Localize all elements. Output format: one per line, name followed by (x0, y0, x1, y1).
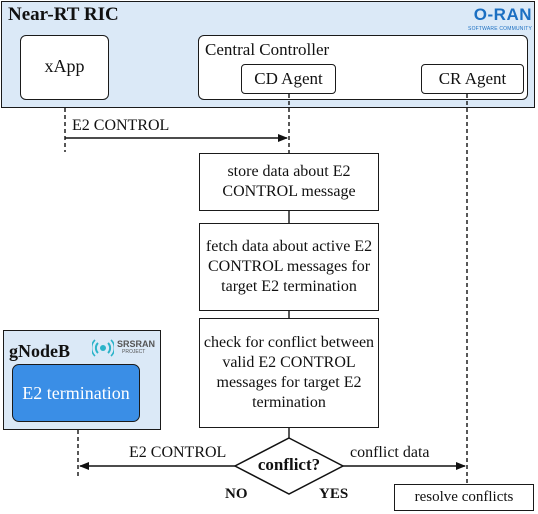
step-store-data-text: store data about E2 CONTROL message (222, 163, 356, 200)
e2-control-out-label: E2 CONTROL (129, 444, 227, 461)
srsran-logo: SRSRAN PROJECT (92, 337, 158, 359)
cr-agent-box: CR Agent (421, 64, 524, 94)
no-label: NO (225, 486, 248, 502)
xapp-box (20, 35, 109, 100)
cr-agent-label: CR Agent (438, 69, 507, 88)
step-store-data: store data about E2 CONTROL message (199, 153, 379, 211)
conflict-data-label: conflict data (350, 444, 430, 461)
e2-termination-label: E2 termination (22, 383, 130, 403)
cd-agent-label: CD Agent (254, 69, 323, 88)
near-rt-ric-title: Near-RT RIC (8, 4, 119, 25)
resolve-conflicts-box: resolve conflicts (394, 484, 534, 511)
cd-agent-box: CD Agent (241, 64, 336, 94)
resolve-conflicts-label: resolve conflicts (414, 489, 514, 505)
yes-label: YES (319, 486, 349, 502)
step-check-conflict-text: check for conflict between valid E2 CONT… (203, 334, 375, 411)
oran-logo-subtext: SOFTWARE COMMUNITY (468, 26, 532, 32)
srsran-logo-text: SRSRAN (117, 339, 156, 349)
srsran-signal-icon (92, 339, 114, 357)
step-fetch-data-text: fetch data about active E2 CONTROL messa… (205, 238, 373, 295)
central-controller-label: Central Controller (205, 40, 330, 59)
conflict-decision-diamond (233, 437, 345, 495)
step-check-conflict: check for conflict between valid E2 CONT… (199, 318, 379, 428)
xapp-label: xApp (44, 56, 85, 76)
srsran-logo-subtext: PROJECT (122, 349, 146, 355)
e2-control-in-label: E2 CONTROL (72, 117, 170, 134)
conflict-question-label: conflict? (257, 455, 321, 474)
step-fetch-data: fetch data about active E2 CONTROL messa… (199, 223, 379, 311)
oran-logo-text: O-RAN (473, 5, 532, 24)
e2-termination-box: E2 termination (12, 364, 140, 422)
gnodeb-title: gNodeB (9, 341, 71, 361)
oran-logo: O-RAN SOFTWARE COMMUNITY (462, 5, 532, 35)
